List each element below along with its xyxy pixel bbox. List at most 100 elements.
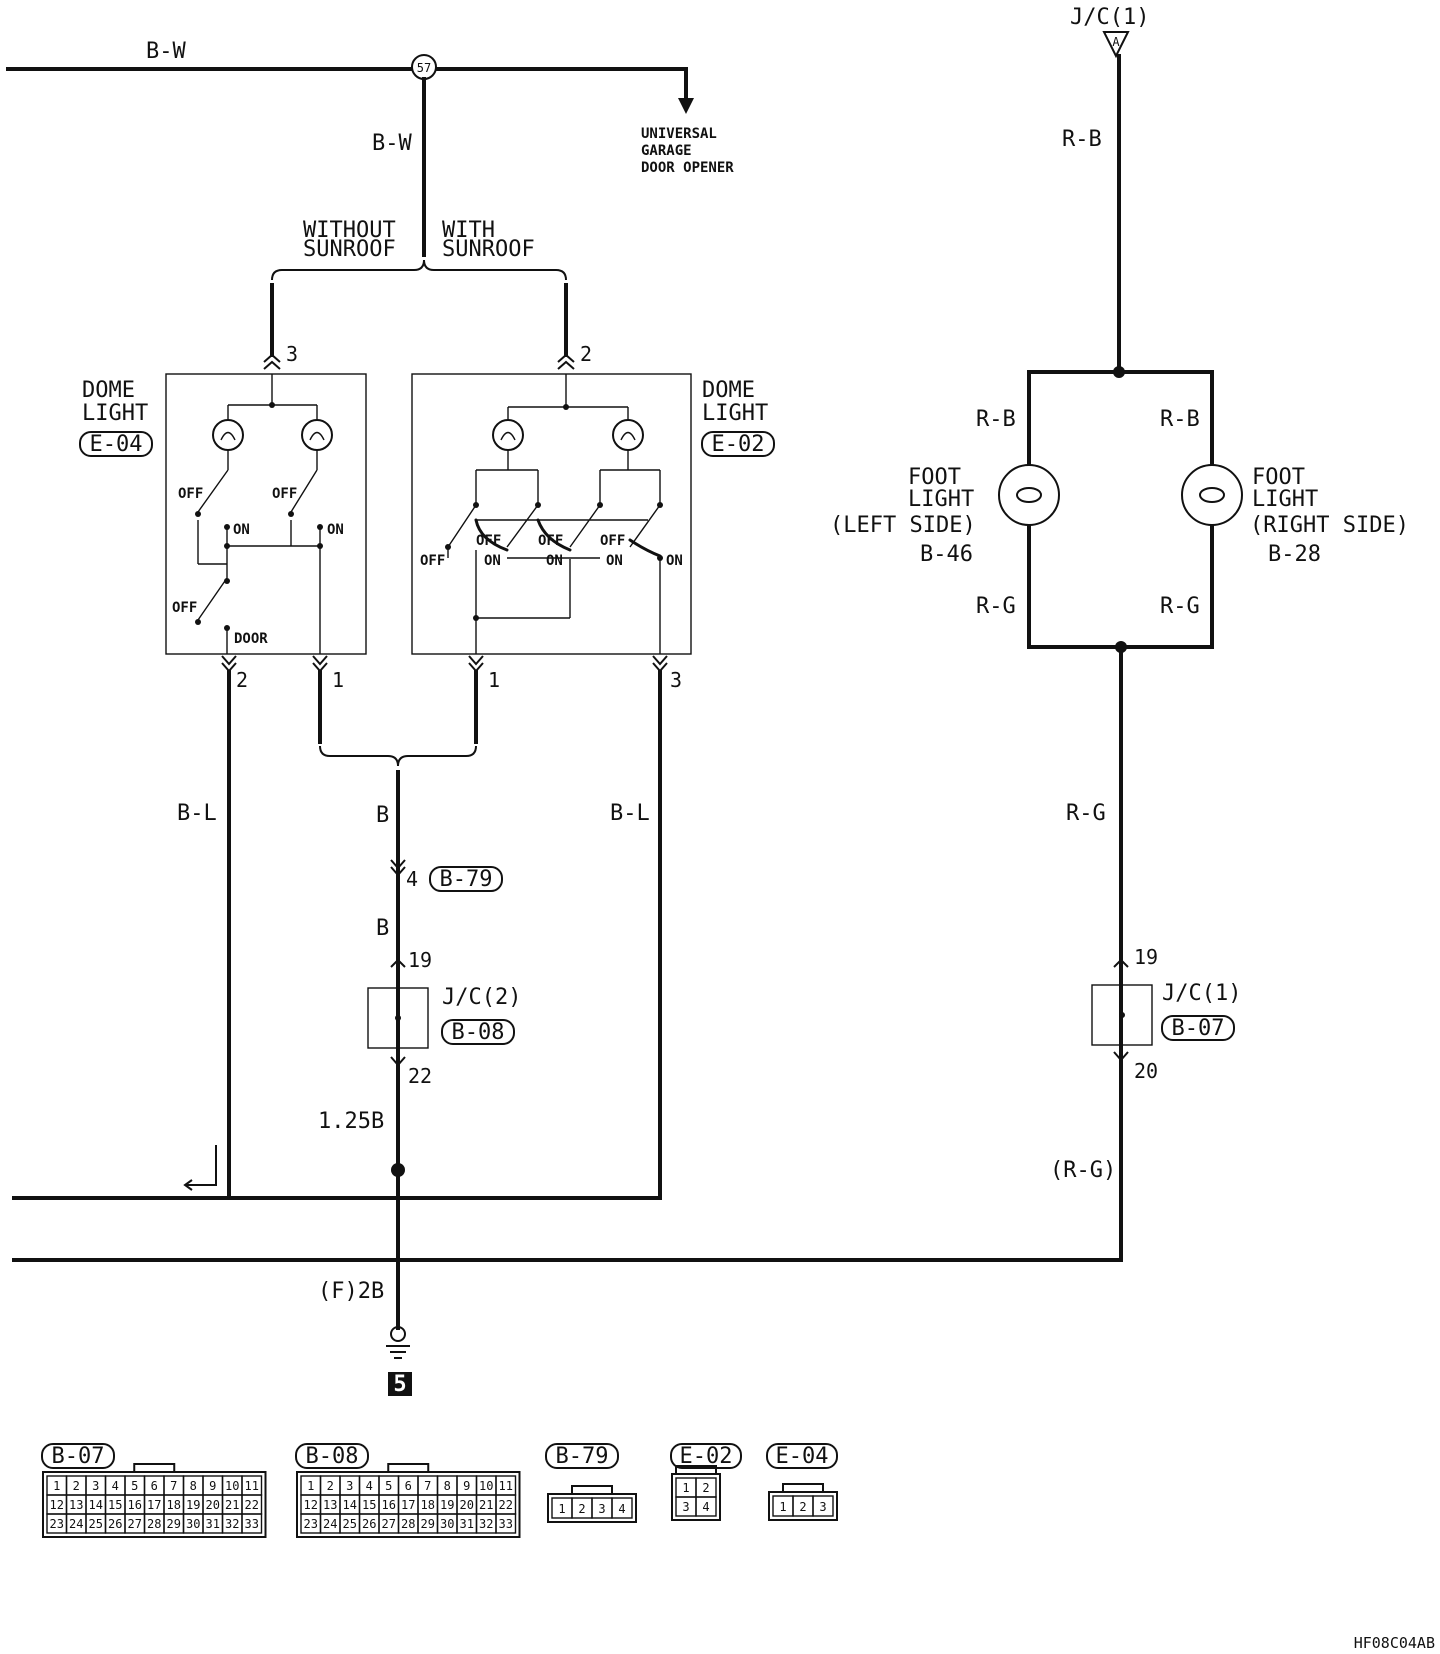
b-w-main-label: B-W <box>146 39 186 64</box>
jc2-box <box>367 987 429 1049</box>
connector-view-b07-pin: 15 <box>108 1498 122 1512</box>
b-l-left-label: B-L <box>177 801 217 826</box>
e04-bulb-right <box>301 419 333 451</box>
connector-view-b07-pin: 10 <box>225 1479 239 1493</box>
e04-pin2-term <box>221 655 237 673</box>
connector-view-b07-pin: 6 <box>151 1479 158 1493</box>
with-sunroof-2: SUNROOF <box>442 237 535 262</box>
connector-view-b08-pin: 12 <box>304 1498 318 1512</box>
connector-view-b79-pin: 1 <box>558 1502 565 1516</box>
connector-view-e04-pin: 3 <box>819 1500 826 1514</box>
e04-connector-badge <box>79 431 153 457</box>
b79-term <box>390 859 406 877</box>
foot-light-right-3: (RIGHT SIDE) <box>1250 513 1409 538</box>
connector-view-b07-pin: 19 <box>186 1498 200 1512</box>
jc1-connector-id: B-07 <box>1172 1016 1225 1041</box>
without-sunroof-1: WITHOUT <box>303 218 396 243</box>
connector-view-b07-pin: 14 <box>89 1498 103 1512</box>
connector-view-b08-pin: 1 <box>307 1479 314 1493</box>
connector-view-b79-label: B-79 <box>556 1444 609 1469</box>
connector-view-b07-pin: 4 <box>112 1479 119 1493</box>
e04-sw1-off: OFF <box>178 486 203 502</box>
dome-light-e02-box <box>411 373 692 655</box>
connector-view-b79-pin: 2 <box>578 1502 585 1516</box>
connector-view-b07-pin: 25 <box>89 1517 103 1531</box>
connector-view-b08-pin: 29 <box>421 1517 435 1531</box>
figure-id: HF08C04AB <box>1354 1634 1435 1652</box>
connector-view-b08-pin: 30 <box>440 1517 454 1531</box>
ground-terminal <box>390 1326 406 1342</box>
connector-view-b08-pin: 19 <box>440 1498 454 1512</box>
connector-view-b08-pin: 32 <box>479 1517 493 1531</box>
bottom-variant-brace <box>319 745 477 767</box>
foot-light-left-bulb <box>998 464 1060 526</box>
e02-bulb-left <box>492 419 524 451</box>
connector-view-e04-cell <box>812 1495 834 1517</box>
b79-pin-4: 4 <box>406 867 418 891</box>
without-sunroof-2: SUNROOF <box>303 237 396 262</box>
connector-view-b07-pin: 33 <box>245 1517 259 1531</box>
e02-bulb-right-filament <box>620 431 636 441</box>
jc1-top-marker <box>1102 31 1130 59</box>
jc1-top-marker-letter: A <box>1112 35 1120 49</box>
connector-view-b08-pin: 4 <box>366 1479 373 1493</box>
connector-view-b08-pin: 11 <box>499 1479 513 1493</box>
connector-view-b08-pin: 33 <box>499 1517 513 1531</box>
connector-view-b08-latch <box>387 1463 430 1472</box>
e02-pin-1: 1 <box>488 668 500 692</box>
jc2-badge <box>441 1019 515 1045</box>
connector-view-e02-latch <box>675 1465 717 1474</box>
connector-view-b07-latch <box>133 1463 176 1472</box>
connector-view-e04-badge <box>766 1443 838 1469</box>
connector-view-b08-pin: 18 <box>421 1498 435 1512</box>
connector-view-b08-pin: 2 <box>327 1479 334 1493</box>
connector-view-b08-pin: 9 <box>463 1479 470 1493</box>
connector-view-b08-pin: 20 <box>460 1498 474 1512</box>
e02-connector-id: E-02 <box>712 432 765 457</box>
connector-view-b08-pin: 8 <box>444 1479 451 1493</box>
with-sunroof-1: WITH <box>442 218 495 243</box>
jc1-pin-in: 19 <box>1134 945 1158 969</box>
jc2-in-term <box>390 958 406 968</box>
connector-view-b08-pin: 15 <box>362 1498 376 1512</box>
e02-sw2-off: OFF <box>476 533 501 549</box>
connector-view-e02-pin: 4 <box>702 1500 709 1514</box>
e02-internal-wiring <box>447 374 661 654</box>
b-center2-label: B <box>376 916 389 941</box>
e02-sw1-on: ON <box>484 553 501 569</box>
connector-view-b08-pin: 21 <box>479 1498 493 1512</box>
connector-view-b07-label: B-07 <box>52 1444 105 1469</box>
connector-view-b07-pin: 5 <box>131 1479 138 1493</box>
connector-view-b08-pin: 31 <box>460 1517 474 1531</box>
foot-light-left-filament <box>1016 487 1042 503</box>
jc1-top-label: J/C(1) <box>1070 5 1149 30</box>
b-f2-label: (F)2B <box>318 1279 384 1304</box>
jc1-pin-out: 20 <box>1134 1059 1158 1083</box>
foot-light-right-filament <box>1199 487 1225 503</box>
e02-title-1: DOME <box>702 378 755 403</box>
connector-view-b79-housing <box>547 1493 637 1523</box>
garage-opener-line3: DOOR OPENER <box>641 160 734 176</box>
garage-opener-arrow <box>678 98 694 114</box>
connector-view-b07-pin: 2 <box>73 1479 80 1493</box>
connector-view-b79-pin: 3 <box>598 1502 605 1516</box>
connector-view-b08-pin: 14 <box>343 1498 357 1512</box>
connector-view-b08-pin: 13 <box>323 1498 337 1512</box>
connector-view-b08-pin: 27 <box>382 1517 396 1531</box>
connector-view-b07-pin: 32 <box>225 1517 239 1531</box>
b-125-label: 1.25B <box>318 1109 384 1134</box>
e04-connector-id: E-04 <box>90 432 143 457</box>
ground-bus-arrow <box>183 1145 217 1191</box>
connector-view-b07-pin: 7 <box>170 1479 177 1493</box>
e02-top-term <box>557 353 575 370</box>
e04-title-1: DOME <box>82 378 135 403</box>
e04-sw2-off: OFF <box>272 486 297 502</box>
connector-view-b08-pin: 7 <box>424 1479 431 1493</box>
connector-view-b08-cell <box>495 1513 517 1534</box>
ground-symbol <box>386 1345 410 1359</box>
r-b-right-label: R-B <box>1160 407 1200 432</box>
ground-number: 5 <box>393 1372 406 1397</box>
connector-view-b07-cell <box>241 1513 263 1534</box>
